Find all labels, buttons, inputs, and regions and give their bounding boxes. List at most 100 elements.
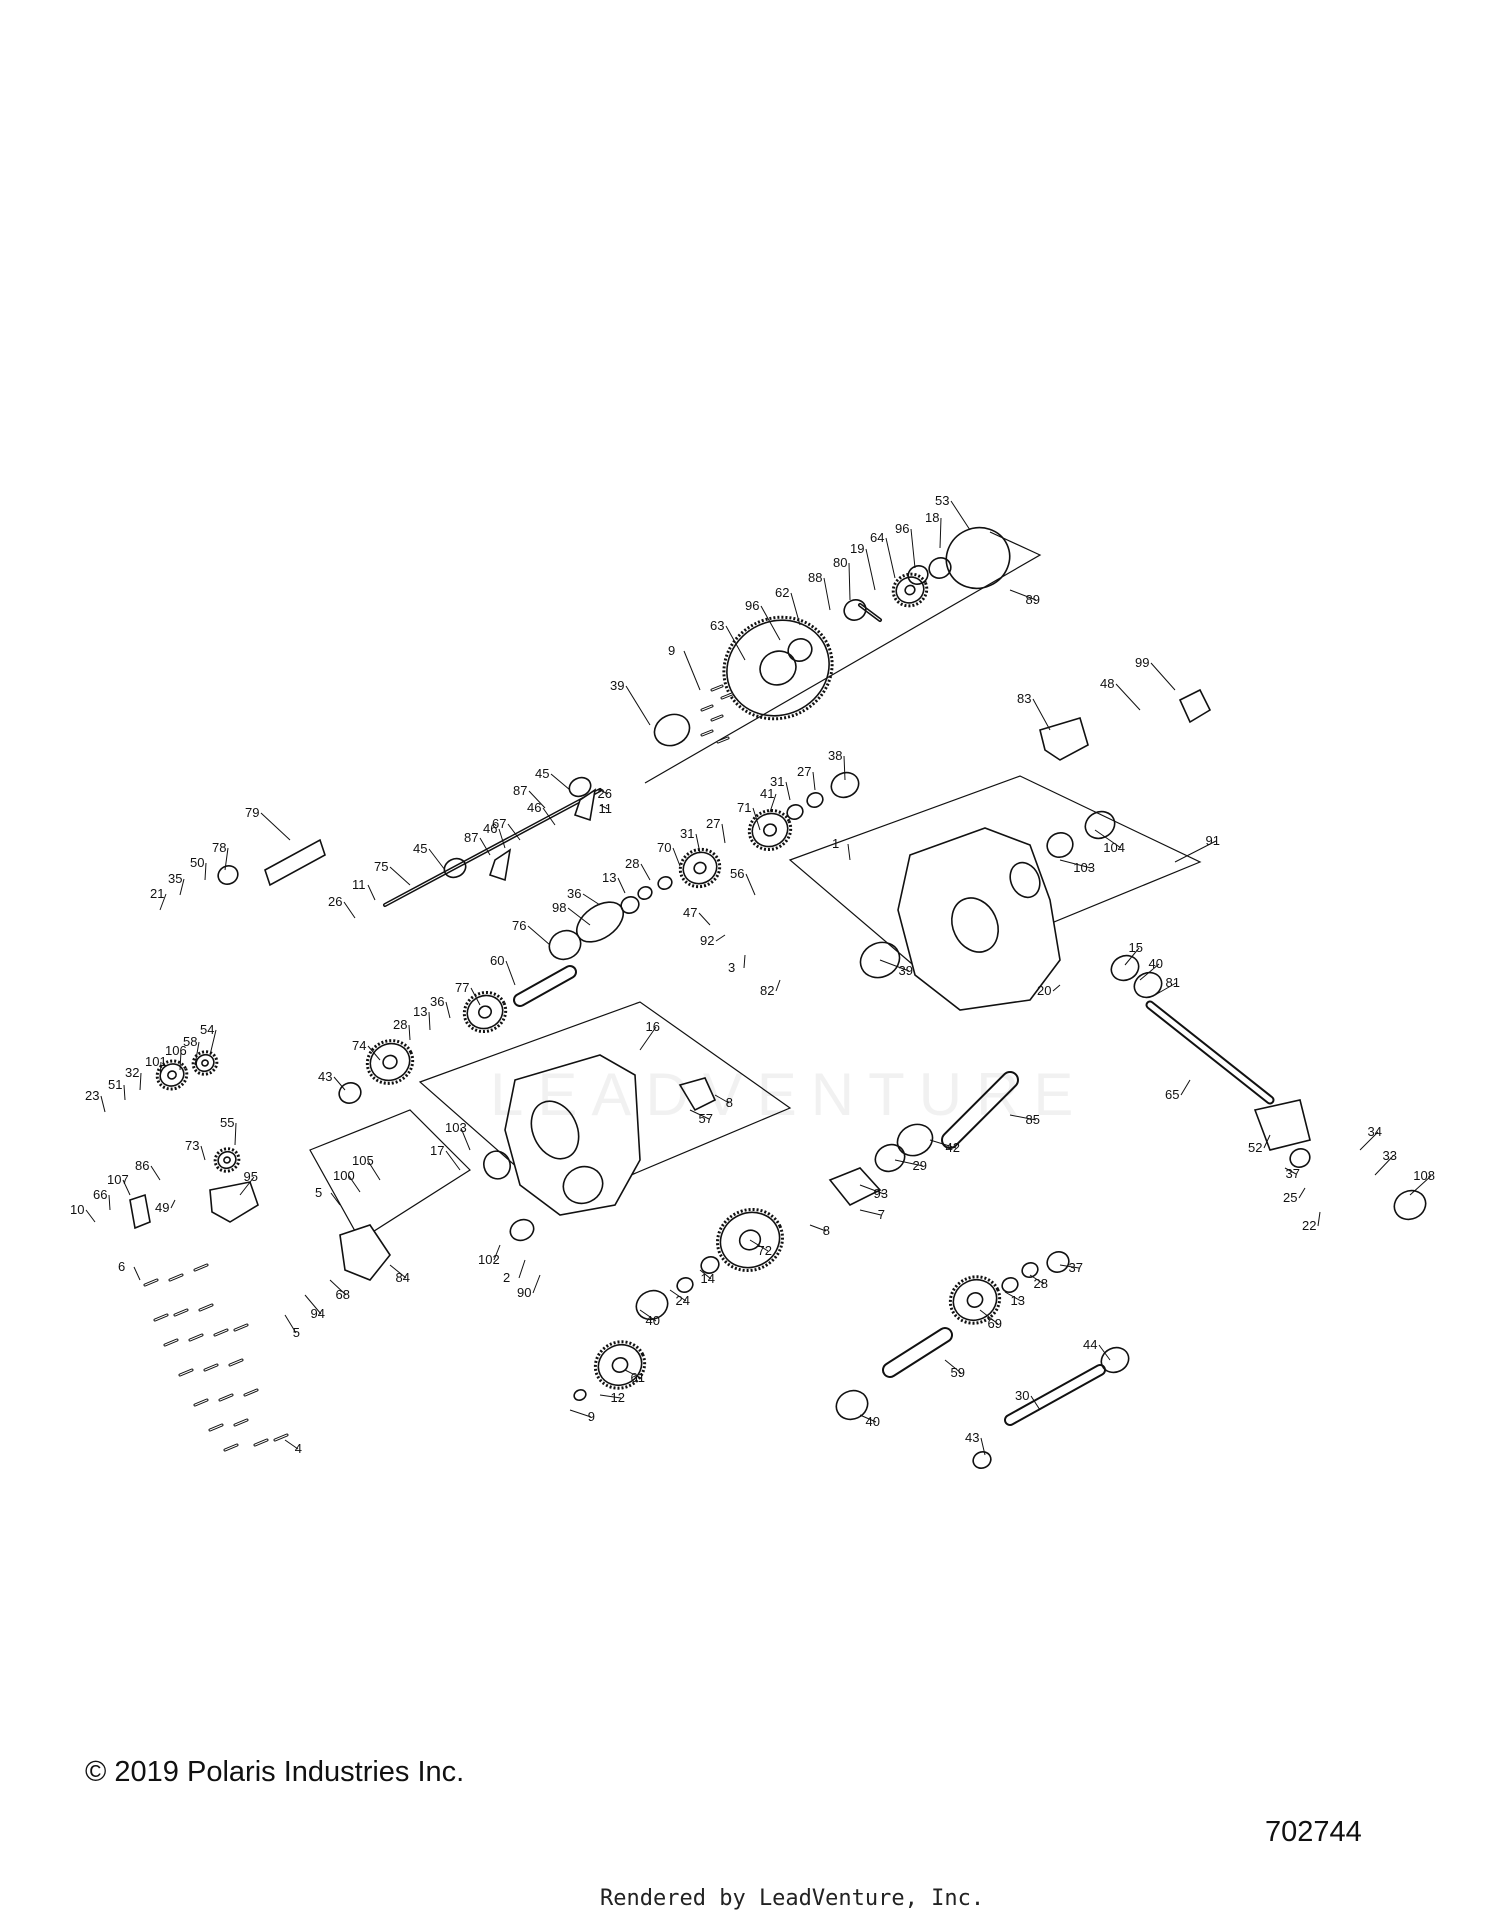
callout-label-56: 56 xyxy=(730,866,744,881)
callout-leader-38 xyxy=(843,755,846,781)
callout-label-74: 74 xyxy=(352,1038,366,1053)
gear-77 xyxy=(466,994,504,1030)
cover-93 xyxy=(828,1167,882,1207)
callout-61: 61 xyxy=(624,1369,645,1385)
callout-label-40: 40 xyxy=(1149,956,1163,971)
callout-leader-42 xyxy=(929,1139,957,1149)
callout-41: 41 xyxy=(760,786,777,813)
callout-56: 56 xyxy=(730,866,756,896)
callout-leader-9 xyxy=(569,1409,592,1418)
callout-label-96: 96 xyxy=(895,521,909,536)
callout-leader-5 xyxy=(330,1192,341,1206)
copyright-text: © 2019 Polaris Industries Inc. xyxy=(85,1756,465,1788)
shift-drum-79 xyxy=(264,838,326,887)
callout-leader-4 xyxy=(284,1439,299,1450)
callout-leader-51 xyxy=(123,1084,126,1101)
callout-leader-91 xyxy=(1174,840,1217,863)
callout-18: 18 xyxy=(925,510,942,549)
gear-69-teeth xyxy=(948,1275,1002,1325)
callout-label-78: 78 xyxy=(212,840,226,855)
bearing-44 xyxy=(1100,1346,1130,1374)
callout-leader-29 xyxy=(894,1159,924,1167)
callout-label-48: 48 xyxy=(1100,676,1114,691)
callout-leader-82 xyxy=(775,979,781,992)
callout-label-5: 5 xyxy=(293,1325,300,1340)
callout-50: 50 xyxy=(190,855,207,881)
callout-leader-44 xyxy=(1098,1344,1111,1361)
callout-39: 39 xyxy=(610,678,651,726)
shaft-30-inner xyxy=(1006,1366,1104,1424)
callout-leader-11 xyxy=(367,884,376,901)
callout-label-2: 2 xyxy=(503,1270,510,1285)
callout-28: 28 xyxy=(393,1017,411,1041)
ring-gear-63 xyxy=(726,619,830,717)
callout-label-28: 28 xyxy=(625,856,639,871)
callout-37: 37 xyxy=(1284,1166,1300,1181)
bolt-4-inner xyxy=(174,1309,188,1316)
callout-86: 86 xyxy=(135,1158,161,1181)
callout-leader-76 xyxy=(527,925,551,946)
actuator-99 xyxy=(1178,688,1212,724)
case-91-opening-a xyxy=(951,897,999,953)
callout-label-39: 39 xyxy=(610,678,624,693)
callout-label-66: 66 xyxy=(93,1187,107,1202)
callout-5: 5 xyxy=(284,1314,300,1340)
callout-26: 26 xyxy=(598,786,612,801)
callout-leader-40 xyxy=(639,1309,657,1322)
callout-88: 88 xyxy=(808,570,831,611)
callout-label-72: 72 xyxy=(758,1243,772,1258)
callout-label-51: 51 xyxy=(108,1077,122,1092)
callout-40: 40 xyxy=(859,1414,880,1429)
bolt-17-inner xyxy=(234,1419,248,1426)
callout-leader-70 xyxy=(672,847,681,867)
bolt-5-inner xyxy=(199,1304,213,1311)
gear-72-hub xyxy=(738,1229,762,1251)
gear-55 xyxy=(217,1150,237,1170)
bolt-14-inner xyxy=(219,1394,233,1401)
callout-label-80: 80 xyxy=(833,555,847,570)
callout-leader-45 xyxy=(428,848,446,871)
callout-48: 48 xyxy=(1100,676,1141,711)
callout-68: 68 xyxy=(329,1279,350,1302)
left-case-opening-b xyxy=(562,1165,604,1205)
callout-leader-59 xyxy=(944,1359,962,1374)
callout-6: 6 xyxy=(118,1259,141,1281)
callout-label-4: 4 xyxy=(295,1441,302,1456)
callout-label-38: 38 xyxy=(828,748,842,763)
callout-label-37: 37 xyxy=(1286,1166,1300,1181)
callout-leader-87 xyxy=(479,837,491,856)
callout-22: 22 xyxy=(1302,1211,1321,1233)
callout-label-14: 14 xyxy=(701,1271,715,1286)
callout-label-55: 55 xyxy=(220,1115,234,1130)
callout-2: 2 xyxy=(503,1259,526,1285)
washer-76 xyxy=(548,929,582,961)
parts-artwork xyxy=(129,526,1427,1469)
ring-gear-63-teeth xyxy=(722,615,834,721)
bearing-15 xyxy=(1110,954,1140,982)
callout-label-16: 16 xyxy=(646,1019,660,1034)
callout-label-31: 31 xyxy=(680,826,694,841)
callout-leader-104 xyxy=(1094,829,1122,849)
callout-79: 79 xyxy=(245,805,291,841)
callout-label-27: 27 xyxy=(797,764,811,779)
callout-36: 36 xyxy=(567,886,601,906)
bearing-40-right xyxy=(1133,971,1163,999)
callout-leader-17 xyxy=(445,1150,461,1171)
gear-61-teeth xyxy=(593,1340,647,1390)
callout-label-60: 60 xyxy=(490,953,504,968)
callout-23: 23 xyxy=(85,1088,106,1113)
bolt-6-inner xyxy=(164,1339,178,1346)
callout-17: 17 xyxy=(430,1143,461,1171)
callout-7: 7 xyxy=(859,1207,885,1222)
bearing-37-right xyxy=(1289,1148,1311,1168)
gear-72-teeth xyxy=(716,1207,784,1273)
washer-108 xyxy=(1393,1189,1427,1221)
callout-leader-93 xyxy=(859,1184,885,1195)
pinion-gear-88 xyxy=(843,599,867,621)
callout-leader-88 xyxy=(823,577,831,611)
callout-label-46: 46 xyxy=(527,800,541,815)
callout-leader-31 xyxy=(785,781,791,801)
callout-label-79: 79 xyxy=(245,805,259,820)
callout-32: 32 xyxy=(125,1065,142,1091)
callout-label-103: 103 xyxy=(1073,860,1095,875)
